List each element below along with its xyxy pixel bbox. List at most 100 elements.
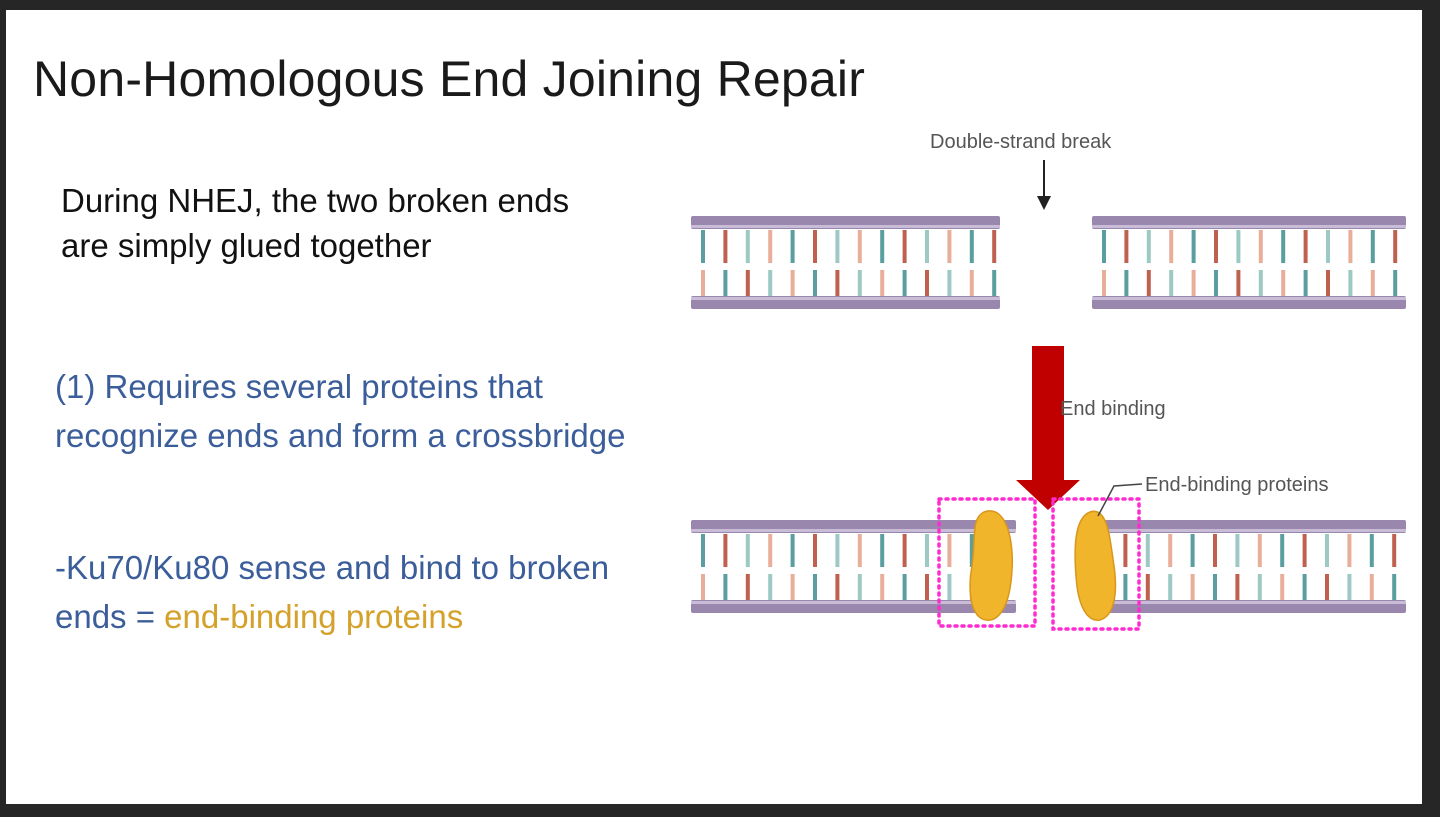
base-pair	[880, 230, 885, 263]
point-one-text: (1) Requires several proteins that recog…	[55, 368, 626, 454]
base-pair	[813, 534, 817, 567]
base-pair	[701, 270, 705, 296]
base-pair	[857, 230, 862, 263]
double-strand-break-label: Double-strand break	[930, 131, 1112, 153]
base-pair	[1168, 574, 1173, 600]
base-pair	[1326, 270, 1330, 296]
base-pair	[902, 270, 907, 296]
base-pair	[1236, 230, 1241, 263]
nhej-diagram: Double-strand break End binding End-bind…	[691, 131, 1406, 631]
base-pair	[745, 270, 750, 296]
base-pair	[723, 270, 728, 296]
base-pair	[1124, 270, 1129, 296]
base-pair	[745, 574, 750, 600]
base-pair	[835, 534, 840, 567]
base-pair	[1325, 574, 1329, 600]
base-pair	[1281, 230, 1286, 263]
point-two-prefix: -Ku70/Ku80 sense and bind to broken ends…	[55, 549, 610, 635]
base-pair	[1393, 230, 1398, 263]
base-pair	[1392, 534, 1397, 567]
base-pair	[701, 574, 705, 600]
base-pair	[1257, 534, 1262, 567]
base-pair	[1145, 574, 1150, 600]
base-pair	[1168, 534, 1173, 567]
dna-backbone-highlight	[691, 529, 1016, 532]
base-pair	[1123, 534, 1128, 567]
base-pair	[1146, 230, 1151, 263]
base-pair	[701, 230, 705, 263]
base-pair	[745, 534, 750, 567]
base-pair	[790, 534, 795, 567]
base-pair	[925, 574, 929, 600]
base-pair	[723, 230, 728, 263]
base-pair	[1102, 230, 1106, 263]
end-binding-arrow	[1016, 346, 1080, 510]
base-pair	[835, 270, 840, 296]
base-pair	[1302, 534, 1307, 567]
base-pair	[768, 270, 773, 296]
base-pair	[969, 270, 974, 296]
base-pair	[947, 534, 952, 567]
base-pair	[1145, 534, 1150, 567]
base-pair	[1369, 534, 1374, 567]
base-pair	[1348, 270, 1353, 296]
base-pair	[1347, 574, 1352, 600]
end-binding-label: End binding	[1060, 398, 1166, 420]
base-pair	[947, 270, 952, 296]
base-pair	[1191, 230, 1196, 263]
dna-left-end-top	[691, 216, 1000, 309]
base-pair	[880, 534, 885, 567]
base-pair	[768, 574, 773, 600]
base-pair	[1123, 574, 1128, 600]
base-pair	[902, 230, 907, 263]
dna-backbone-highlight	[1092, 225, 1406, 228]
end-binding-protein-right	[1074, 510, 1117, 621]
base-pair	[790, 270, 795, 296]
base-pair	[902, 534, 907, 567]
dna-backbone-highlight	[1091, 529, 1406, 532]
protein-label-leader	[1097, 483, 1143, 517]
base-pair	[969, 534, 974, 567]
dna-left-end-bottom	[691, 520, 1016, 613]
base-pair	[1370, 230, 1375, 263]
dna-backbone-highlight	[691, 297, 1000, 300]
base-pair	[790, 230, 795, 263]
base-pair	[768, 534, 773, 567]
base-pair	[947, 230, 952, 263]
base-pair	[1214, 230, 1218, 263]
base-pair	[1190, 534, 1195, 567]
base-pair	[790, 574, 795, 600]
base-pair	[1124, 230, 1129, 263]
base-pair	[1347, 534, 1352, 567]
base-pair	[880, 574, 885, 600]
base-pair	[1392, 574, 1397, 600]
base-pair	[701, 534, 705, 567]
slide: Non-Homologous End Joining Repair During…	[6, 10, 1422, 804]
base-pair	[1280, 534, 1285, 567]
base-pair	[1213, 534, 1217, 567]
base-pair	[1303, 270, 1308, 296]
base-pair	[1281, 270, 1286, 296]
base-pair	[768, 230, 773, 263]
base-pair	[1370, 270, 1375, 296]
base-pair	[925, 230, 929, 263]
base-pair	[1236, 270, 1241, 296]
highlight-box-left	[937, 497, 1037, 628]
base-pair	[857, 270, 862, 296]
base-pair	[992, 230, 997, 263]
base-pair	[1191, 270, 1196, 296]
base-pair	[1348, 230, 1353, 263]
base-pair	[1235, 574, 1240, 600]
dna-backbone-highlight	[1091, 601, 1406, 604]
base-pair	[1213, 574, 1217, 600]
base-pair	[1146, 270, 1151, 296]
point-two-text: -Ku70/Ku80 sense and bind to broken ends…	[55, 543, 655, 641]
base-pair	[1169, 230, 1174, 263]
base-pair	[1303, 230, 1308, 263]
base-pair	[723, 574, 728, 600]
base-pair	[857, 574, 862, 600]
base-pair	[1302, 574, 1307, 600]
base-pair	[880, 270, 885, 296]
dna-backbone-highlight	[1092, 297, 1406, 300]
base-pair	[1325, 534, 1329, 567]
